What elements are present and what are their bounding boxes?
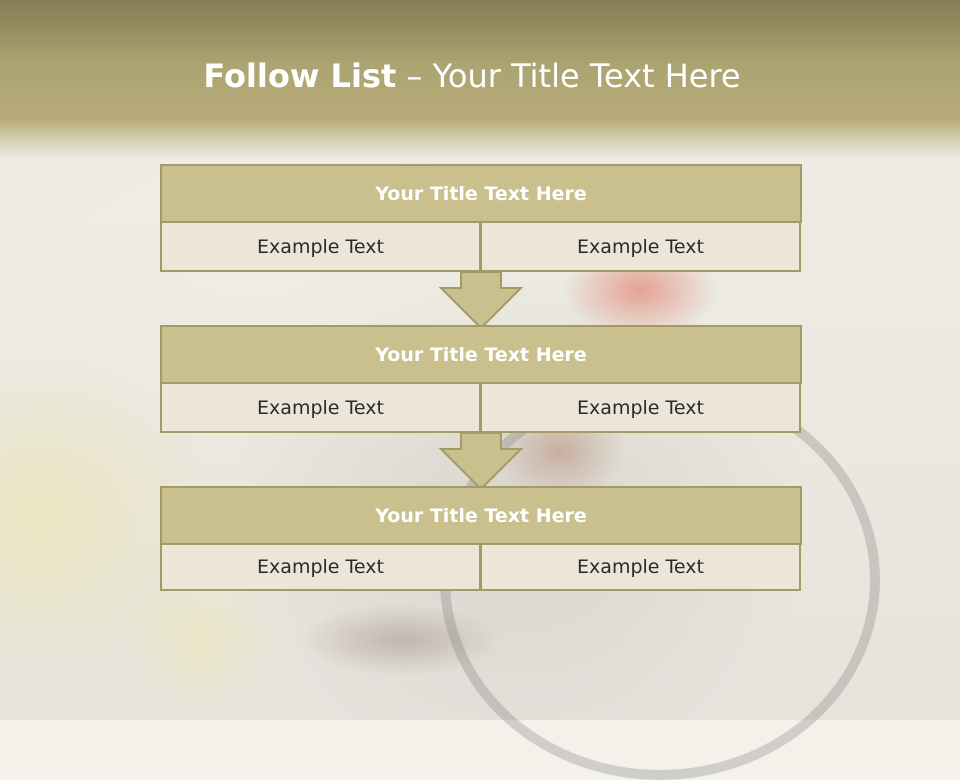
- flow-block-cell-right: Example Text: [480, 382, 801, 433]
- down-arrow-icon: [438, 432, 524, 491]
- flow-block-cell-left: Example Text: [160, 221, 481, 272]
- flow-block-title: Your Title Text Here: [160, 325, 802, 384]
- flow-block-2: Your Title Text Here Example Text Exampl…: [160, 325, 802, 433]
- slide-title: Follow List – Your Title Text Here: [0, 56, 944, 96]
- flow-block-3: Your Title Text Here Example Text Exampl…: [160, 486, 802, 594]
- flow-block-title: Your Title Text Here: [160, 486, 802, 545]
- flow-block-cell-left: Example Text: [160, 382, 481, 433]
- flow-block-cell-right: Example Text: [480, 221, 801, 272]
- slide-title-rest: – Your Title Text Here: [406, 57, 741, 95]
- slide-title-bold: Follow List: [203, 57, 397, 95]
- flow-block-cell-right: Example Text: [480, 543, 801, 591]
- flow-block-1: Your Title Text Here Example Text Exampl…: [160, 164, 802, 272]
- header-band: [0, 0, 960, 160]
- down-arrow-icon: [438, 271, 524, 330]
- flow-block-cell-left: Example Text: [160, 543, 481, 591]
- flow-block-title: Your Title Text Here: [160, 164, 802, 223]
